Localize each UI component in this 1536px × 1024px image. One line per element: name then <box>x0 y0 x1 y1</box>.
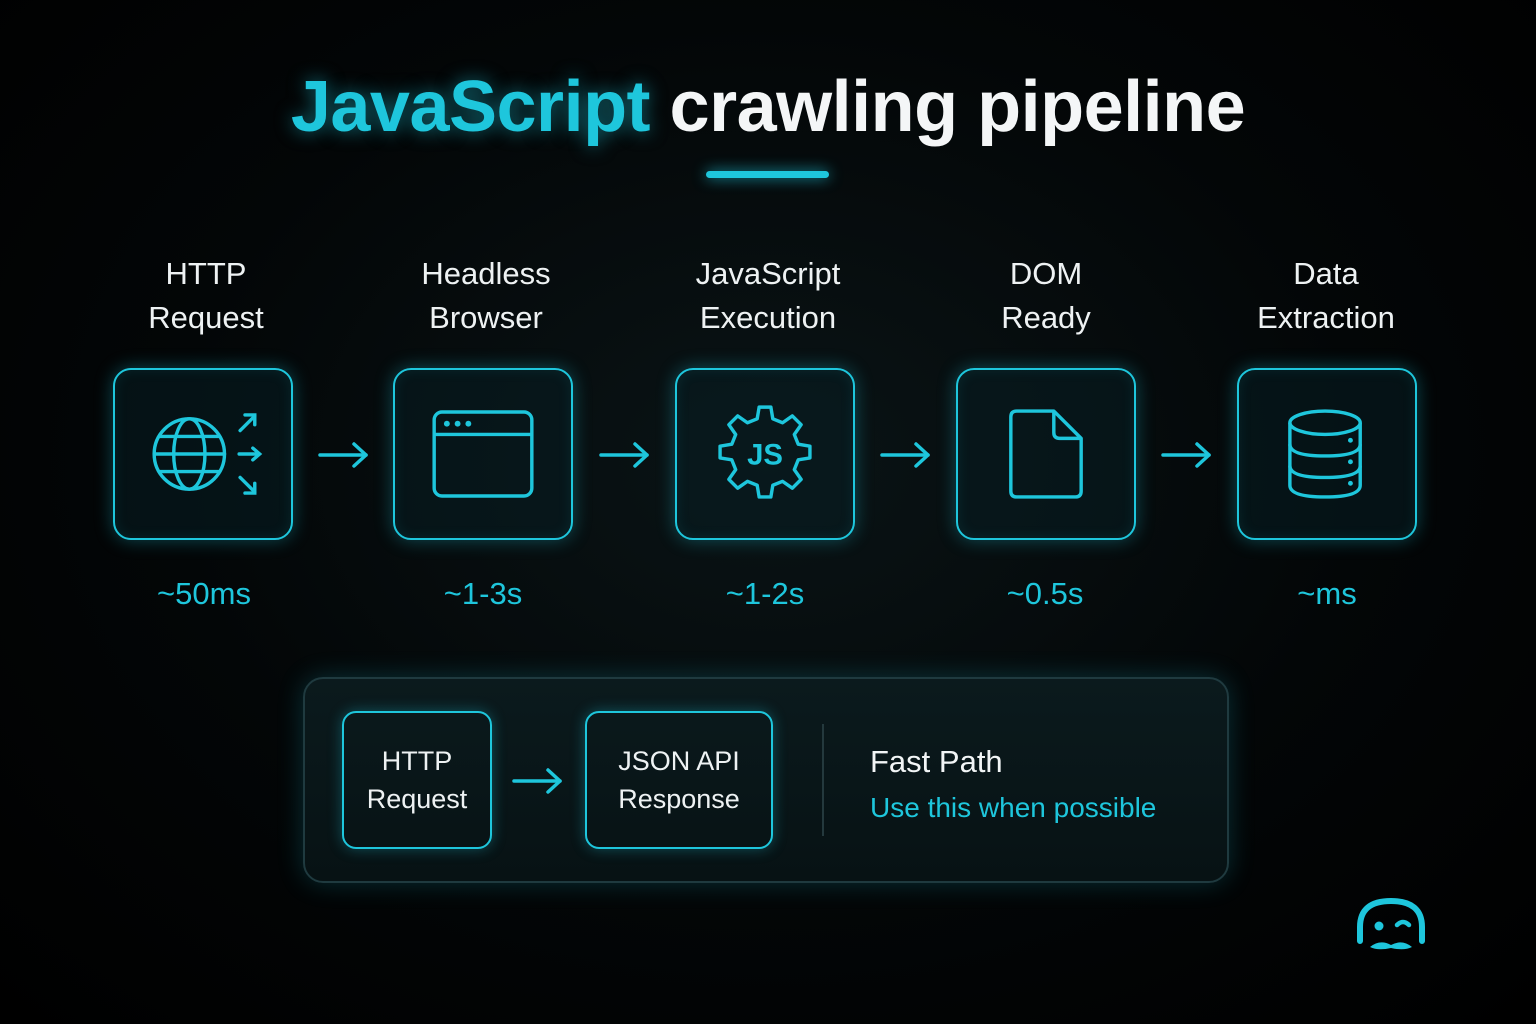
step-label-line: Extraction <box>1257 300 1395 335</box>
step-time: ~50ms <box>157 576 251 611</box>
arrow-right-icon <box>599 442 649 468</box>
browser-window-icon <box>432 410 534 498</box>
step-label-line: DOM <box>1009 256 1083 291</box>
step-label-line: Browser <box>429 300 543 335</box>
step-label-dom-ready: DOM Ready <box>916 252 1176 340</box>
fast-path-divider <box>822 724 824 836</box>
step-box-dom-ready <box>956 368 1136 540</box>
arrow-right-icon <box>880 442 930 468</box>
arrow-right-icon <box>1161 442 1211 468</box>
step-label-line: HTTP <box>165 256 247 291</box>
step-label-line: Headless <box>421 256 551 291</box>
fast-path-box-line: HTTP <box>381 746 453 776</box>
step-label-line: Execution <box>699 300 837 335</box>
fast-path-box-line: Response <box>618 784 740 814</box>
step-label-data-extraction: Data Extraction <box>1196 252 1456 340</box>
arrow-right-icon <box>512 768 562 794</box>
step-time: ~1-2s <box>725 576 805 611</box>
js-gear-icon: JS <box>718 405 812 499</box>
step-label-line: JavaScript <box>695 256 841 291</box>
mascot-face-icon <box>1357 898 1425 950</box>
page-title: JavaScript crawling pipeline <box>0 62 1536 152</box>
step-label-line: Data <box>1293 256 1359 291</box>
step-label-http-request: HTTP Request <box>76 252 336 340</box>
step-label-headless-browser: Headless Browser <box>356 252 616 340</box>
step-time: ~ms <box>1297 576 1357 611</box>
fast-path-http-request-box: HTTP Request <box>342 711 492 849</box>
step-time: ~1-3s <box>443 576 523 611</box>
js-gear-icon-text: JS <box>747 439 783 472</box>
title-rest: crawling pipeline <box>669 67 1246 147</box>
title-underline <box>706 171 829 178</box>
fast-path-title: Fast Path <box>870 744 1003 779</box>
fast-path-box-line: JSON API <box>618 746 740 776</box>
step-label-javascript-execution: JavaScript Execution <box>638 252 898 340</box>
step-time: ~0.5s <box>1006 576 1084 611</box>
step-label-line: Ready <box>1001 300 1091 335</box>
title-accent: JavaScript <box>290 67 651 147</box>
fast-path-subtitle: Use this when possible <box>870 792 1157 823</box>
arrow-right-icon <box>318 442 368 468</box>
document-icon <box>1009 409 1083 499</box>
step-label-line: Request <box>148 300 264 335</box>
step-box-http-request <box>113 368 293 540</box>
fast-path-box-line: Request <box>366 784 468 814</box>
step-box-data-extraction <box>1237 368 1417 540</box>
step-box-javascript-execution: JS <box>675 368 855 540</box>
fast-path-json-api-box: JSON API Response <box>585 711 773 849</box>
step-box-headless-browser <box>393 368 573 540</box>
globe-requests-icon <box>152 413 263 495</box>
database-icon <box>1288 409 1362 499</box>
